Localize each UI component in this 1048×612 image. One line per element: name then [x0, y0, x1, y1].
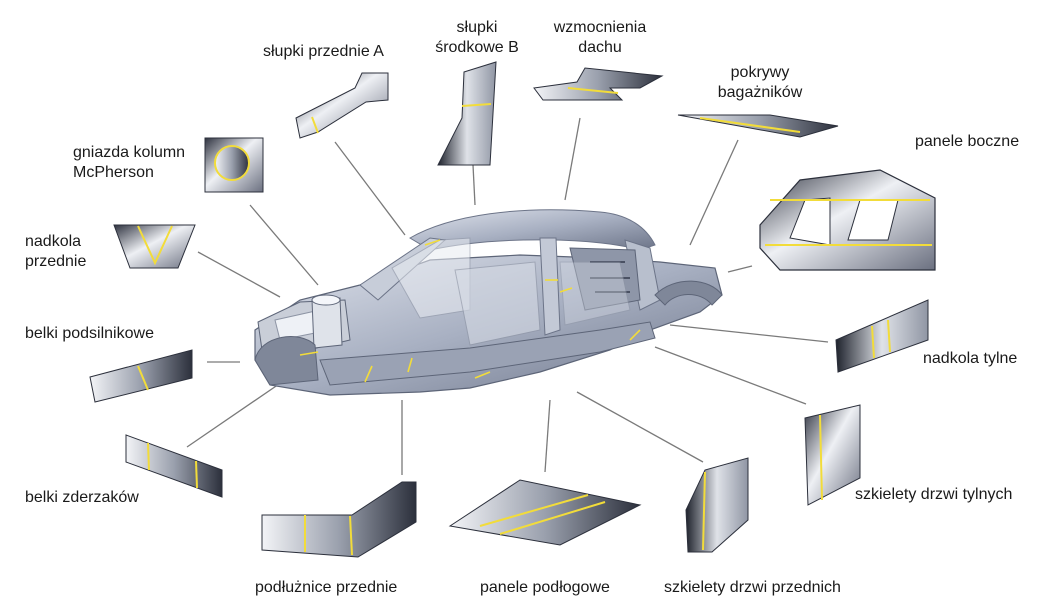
label-roof-reinforcements: wzmocnienia dachu [550, 18, 650, 58]
leader-rear-wheelarch [669, 324, 829, 343]
label-engine-beams: belki podsilnikowe [25, 325, 154, 342]
leader-roof [564, 117, 581, 201]
leader-front-wheelarch [197, 251, 281, 298]
label-rear-door-frames: szkielety drzwi tylnych [855, 486, 1013, 503]
label-mcpherson-seats: gniazda kolumn McPherson [73, 143, 185, 183]
leader-lines [186, 117, 829, 475]
part-bumper-beam [125, 434, 223, 498]
leader-floor-panels [544, 399, 551, 473]
part-rear-door-frame [804, 404, 861, 506]
label-b-pillars-line2: środkowe B [435, 39, 519, 56]
label-bumper-beams: belki zderzaków [25, 489, 139, 506]
leader-a-pillars [334, 141, 406, 236]
label-trunk-lids: pokrywy bagażników [710, 63, 810, 103]
part-engine-beam [89, 349, 193, 403]
label-front-wheelarch-line2: przednie [25, 253, 87, 270]
label-b-pillars-line1: słupki [456, 19, 498, 36]
part-roof-reinforcement [533, 67, 664, 101]
label-rear-wheelarches: nadkola tylne [923, 350, 1018, 367]
label-a-pillars: słupki przednie A [263, 43, 384, 60]
label-floor-panels: panele podłogowe [480, 579, 610, 596]
part-trunk-lid [677, 114, 839, 138]
part-side-panel [759, 169, 936, 271]
leader-bumper-beams [186, 381, 283, 448]
part-rear-wheelarch [835, 299, 929, 373]
part-front-wheelarch [113, 224, 196, 269]
part-a-pillar [295, 72, 389, 139]
part-mcpherson-seat [204, 137, 264, 193]
label-mcpherson-line2: McPherson [73, 164, 154, 181]
leader-mcpherson [249, 204, 319, 286]
leader-trunk [689, 139, 739, 246]
label-front-wheelarches: nadkola przednie [25, 232, 86, 272]
label-side-panels: panele boczne [915, 133, 1020, 150]
leader-b-pillars [472, 164, 476, 206]
label-trunk-line1: pokrywy [730, 64, 790, 81]
leader-front-door-frames [576, 391, 704, 463]
label-trunk-line2: bagażników [717, 84, 803, 101]
part-floor-panel [448, 479, 642, 546]
leader-rear-door-frames [654, 346, 807, 405]
leader-side-panels [727, 265, 753, 273]
label-b-pillars: słupki środkowe B [427, 18, 527, 58]
label-mcpherson-line1: gniazda kolumn [73, 144, 186, 161]
label-front-rails: podłużnice przednie [255, 579, 398, 596]
part-front-rail [261, 481, 417, 558]
label-front-door-frames: szkielety drzwi przednich [664, 579, 841, 596]
label-roof-line2: dachu [578, 39, 622, 56]
label-front-wheelarch-line1: nadkola [25, 233, 82, 250]
label-roof-line1: wzmocnienia [553, 19, 647, 36]
part-b-pillar [437, 61, 497, 166]
car-body-in-white [254, 209, 723, 396]
part-front-door-frame [685, 457, 749, 553]
